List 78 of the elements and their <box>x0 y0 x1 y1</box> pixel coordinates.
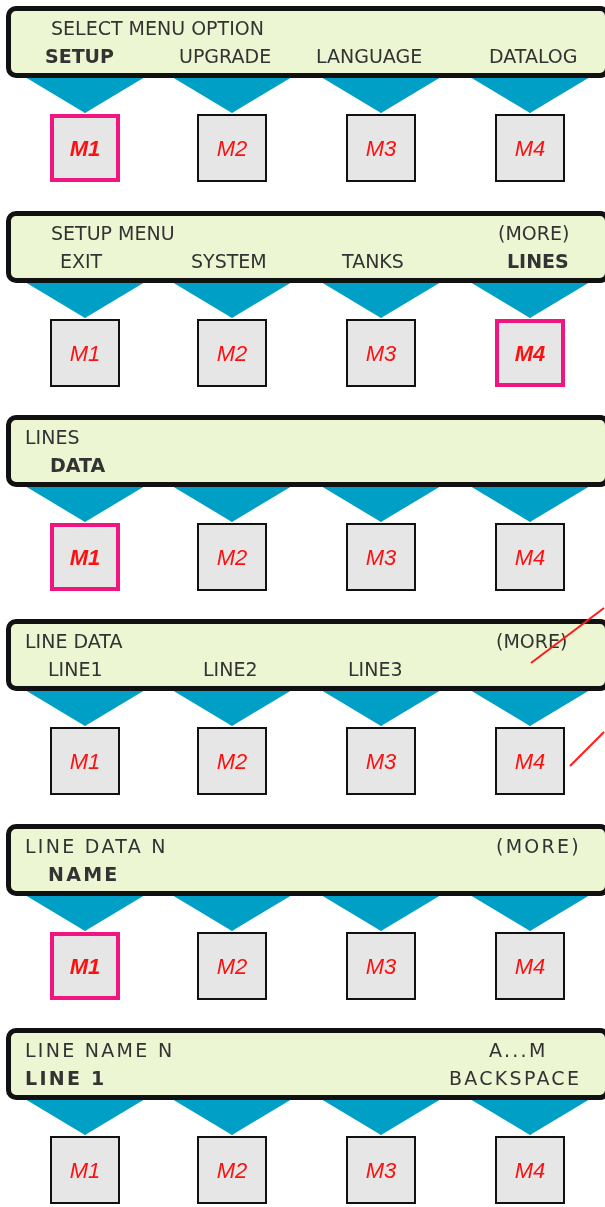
key-button: M4 <box>495 932 565 1000</box>
chevron-arrow <box>172 486 292 523</box>
menu-text: SELECT MENU OPTION <box>51 17 264 39</box>
key-button: M1 <box>50 727 120 795</box>
menu-text: LINE 1 <box>25 1067 107 1089</box>
key-button: M4 <box>495 114 565 182</box>
chevron-arrow <box>321 895 441 932</box>
key-button: M1 <box>50 114 120 182</box>
chevron-arrow <box>321 77 441 114</box>
key-button: M3 <box>346 523 416 591</box>
chevron-arrow <box>321 282 441 319</box>
key-button: M2 <box>197 523 267 591</box>
key-button: M3 <box>346 932 416 1000</box>
key-button: M3 <box>346 319 416 387</box>
menu-text: LINES <box>507 250 569 272</box>
menu-text: LINE3 <box>348 658 403 680</box>
chevron-arrow <box>172 895 292 932</box>
menu-text: LINES <box>25 426 80 448</box>
display-panel <box>6 415 605 487</box>
menu-text: LINE DATA <box>25 630 123 652</box>
key-button: M1 <box>50 1136 120 1204</box>
key-button: M4 <box>495 1136 565 1204</box>
key-button: M1 <box>50 319 120 387</box>
chevron-arrow <box>470 895 590 932</box>
chevron-arrow <box>470 77 590 114</box>
menu-text: DATA <box>50 454 106 476</box>
key-button: M2 <box>197 114 267 182</box>
chevron-arrow <box>172 690 292 727</box>
key-button: M4 <box>495 727 565 795</box>
key-button: M3 <box>346 1136 416 1204</box>
menu-text: LINE DATA N <box>25 835 168 857</box>
menu-text: A...M <box>489 1039 548 1061</box>
menu-text: EXIT <box>60 250 103 272</box>
menu-text: BACKSPACE <box>449 1067 582 1089</box>
menu-text: NAME <box>48 863 120 885</box>
chevron-arrow <box>25 895 145 932</box>
chevron-arrow <box>321 690 441 727</box>
chevron-arrow <box>321 486 441 523</box>
menu-text: TANKS <box>342 250 404 272</box>
chevron-arrow <box>172 282 292 319</box>
display-panel <box>6 6 605 78</box>
key-button: M1 <box>50 523 120 591</box>
menu-text: SETUP MENU <box>51 222 175 244</box>
chevron-arrow <box>25 690 145 727</box>
chevron-arrow <box>470 282 590 319</box>
display-panel <box>6 1028 605 1100</box>
key-button: M2 <box>197 932 267 1000</box>
menu-text: (MORE) <box>498 222 570 244</box>
display-panel <box>6 619 605 691</box>
menu-text: LANGUAGE <box>316 45 423 67</box>
key-button: M2 <box>197 727 267 795</box>
chevron-arrow <box>470 690 590 727</box>
chevron-arrow <box>172 77 292 114</box>
menu-text: LINE NAME N <box>25 1039 175 1061</box>
key-button: M3 <box>346 114 416 182</box>
chevron-arrow <box>470 1099 590 1136</box>
menu-text: LINE2 <box>203 658 258 680</box>
chevron-arrow <box>25 282 145 319</box>
chevron-arrow <box>470 486 590 523</box>
key-button: M3 <box>346 727 416 795</box>
key-button: M2 <box>197 1136 267 1204</box>
key-button: M4 <box>495 319 565 387</box>
chevron-arrow <box>172 1099 292 1136</box>
display-panel <box>6 211 605 283</box>
menu-text: SETUP <box>45 45 114 67</box>
menu-text: (MORE) <box>496 835 582 857</box>
key-button: M2 <box>197 319 267 387</box>
menu-text: SYSTEM <box>191 250 267 272</box>
key-button: M4 <box>495 523 565 591</box>
menu-text: UPGRADE <box>179 45 272 67</box>
display-panel <box>6 824 605 896</box>
menu-text: LINE1 <box>48 658 103 680</box>
chevron-arrow <box>25 77 145 114</box>
menu-text: DATALOG <box>489 45 578 67</box>
key-button: M1 <box>50 932 120 1000</box>
chevron-arrow <box>321 1099 441 1136</box>
chevron-arrow <box>25 1099 145 1136</box>
chevron-arrow <box>25 486 145 523</box>
